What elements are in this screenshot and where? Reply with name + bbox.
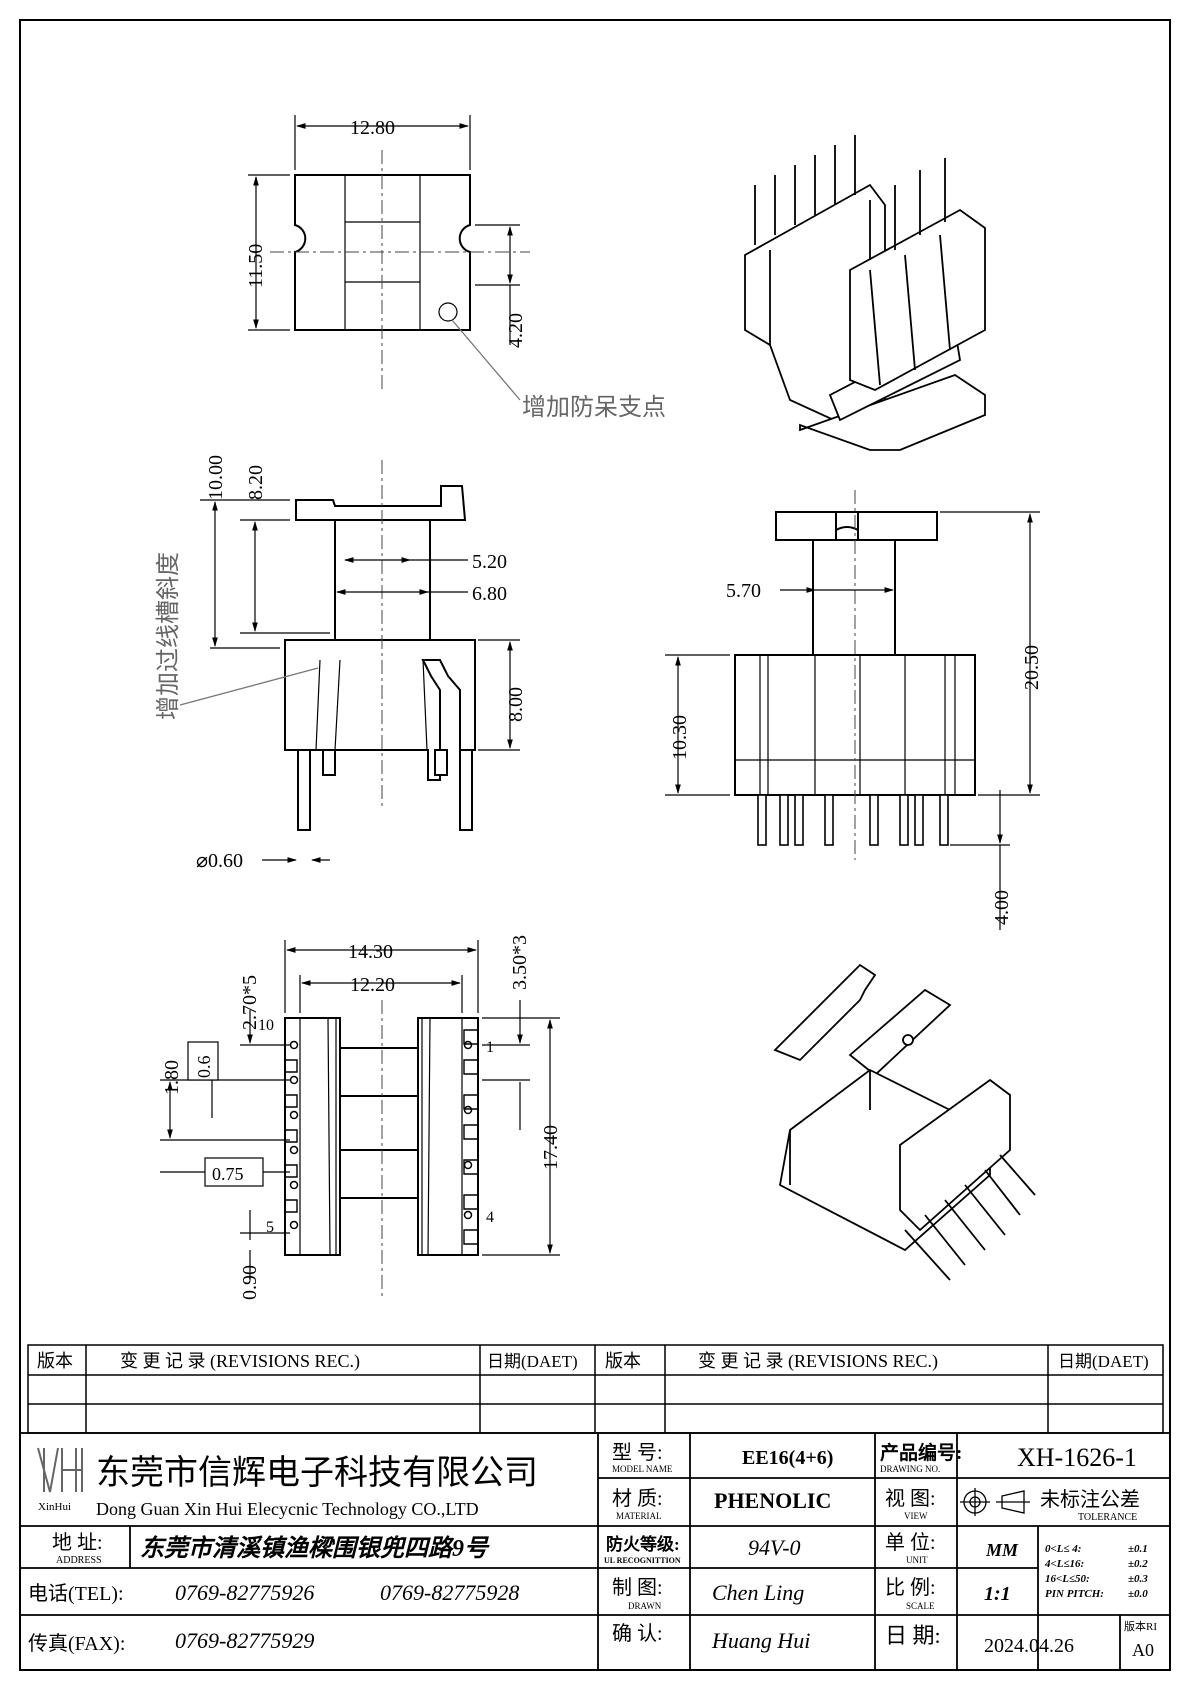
material-value: PHENOLIC: [714, 1488, 831, 1513]
tel-label: 电话(TEL):: [28, 1582, 124, 1605]
address-label-en: ADDRESS: [56, 1555, 102, 1566]
tolerance-label: 未标注公差: [1040, 1488, 1140, 1511]
unit-label: 单 位:: [885, 1531, 936, 1554]
dim-top-slot: 4.20: [505, 313, 527, 348]
pin-label-1: 1: [486, 1039, 494, 1056]
rev-col-version-1: 版本: [37, 1351, 73, 1371]
scale-label: 比 例:: [885, 1576, 936, 1599]
rev-col-date-1: 日期(DAET): [487, 1352, 578, 1371]
check-value: Huang Hui: [711, 1628, 810, 1653]
dim-front-body: 10.30: [669, 715, 691, 760]
dim-side-base: 8.00: [505, 687, 527, 722]
isometric-view-bottom: [773, 963, 1036, 1281]
fax-label: 传真(FAX):: [28, 1632, 125, 1655]
fire-value: 94V-0: [748, 1535, 801, 1560]
dim-bottom-length: 17.40: [540, 1125, 562, 1170]
date-value: 2024.04.26: [984, 1635, 1074, 1657]
dim-front-pin: 4.00: [991, 890, 1013, 925]
company-name-cn: 东莞市信辉电子科技有限公司: [96, 1454, 538, 1492]
dim-bottom-inner: 12.20: [350, 974, 395, 996]
version-label: 版本RI: [1124, 1619, 1157, 1633]
dim-front-total: 20.50: [1021, 645, 1043, 690]
dim-side-outer: 6.80: [472, 583, 507, 605]
dim-front-core: 5.70: [726, 580, 761, 602]
dim-bottom-gap: 1.80: [161, 1060, 183, 1095]
model-label-en: MODEL NAME: [612, 1464, 673, 1474]
tol-value-2: ±0.2: [1128, 1558, 1148, 1570]
dim-top-height: 11.50: [245, 244, 267, 288]
projection-symbol-icon: [960, 1488, 1030, 1516]
scale-value: 1:1: [984, 1583, 1011, 1605]
drawn-value: Chen Ling: [712, 1580, 804, 1605]
rev-col-date-2: 日期(DAET): [1058, 1352, 1149, 1371]
rev-col-change-1: 变 更 记 录 (REVISIONS REC.): [120, 1351, 360, 1372]
drawing-no-value: XH-1626-1: [1017, 1443, 1137, 1472]
dim-pin-diameter: ⌀0.60: [196, 850, 243, 872]
dim-pitch-right: 3.50*3: [509, 935, 531, 990]
address-value: 东莞市清溪镇渔樑围银兜四路9号: [140, 1535, 490, 1562]
tol-value-4: ±0.0: [1128, 1588, 1148, 1600]
view-label: 视 图:: [885, 1487, 936, 1510]
address-label: 地 址:: [52, 1531, 103, 1554]
pin-label-10: 10: [258, 1017, 274, 1034]
isometric-view-top: [744, 135, 986, 451]
dim-bottom-pin: 0.90: [239, 1265, 261, 1300]
drawing-no-label-en: DRAWING NO.: [880, 1464, 940, 1474]
unit-label-en: UNIT: [906, 1555, 928, 1565]
rev-col-change-2: 变 更 记 录 (REVISIONS REC.): [698, 1351, 938, 1372]
dim-top-width: 12.80: [350, 117, 395, 139]
tol-value-3: ±0.3: [1128, 1573, 1148, 1585]
dim-bottom-small: 0.6: [194, 1056, 214, 1079]
tel-value-1: 0769-82775926: [175, 1580, 314, 1605]
drawing-no-label: 产品编号:: [880, 1441, 962, 1464]
dim-bottom-mid: 0.75: [212, 1164, 244, 1184]
note-slot-slope: 增加过线槽斜度: [155, 552, 182, 720]
tol-range-3: 16<L≤50:: [1045, 1573, 1090, 1585]
tol-range-1: 0<L≤ 4:: [1045, 1543, 1081, 1555]
view-label-en: VIEW: [904, 1511, 928, 1521]
check-label: 确 认:: [612, 1622, 663, 1645]
side-view: [179, 460, 520, 863]
tolerance-label-en: TOLERANCE: [1078, 1512, 1137, 1523]
company-name-en: Dong Guan Xin Hui Elecycnic Technology C…: [96, 1499, 479, 1519]
model-value: EE16(4+6): [742, 1447, 833, 1469]
dim-side-inner: 5.20: [472, 551, 507, 573]
date-label: 日 期:: [885, 1623, 941, 1648]
top-view: [248, 115, 530, 401]
front-view: [665, 490, 1040, 930]
model-label: 型 号:: [612, 1441, 663, 1464]
rev-col-version-2: 版本: [605, 1351, 641, 1371]
tol-range-4: PIN PITCH:: [1045, 1588, 1104, 1600]
fire-label-en: UL RECOGNITTION: [604, 1556, 681, 1565]
unit-value: MM: [985, 1540, 1019, 1560]
version-value: A0: [1132, 1640, 1154, 1660]
logo-text: XinHui: [38, 1501, 71, 1513]
tol-value-1: ±0.1: [1128, 1543, 1148, 1555]
dim-bottom-overall: 14.30: [348, 941, 393, 963]
scale-label-en: SCALE: [906, 1601, 935, 1611]
fax-value: 0769-82775929: [175, 1628, 314, 1653]
fire-label: 防火等级:: [606, 1534, 680, 1554]
tel-value-2: 0769-82775928: [380, 1580, 519, 1605]
drawn-label: 制 图:: [612, 1576, 663, 1599]
pin-label-5: 5: [266, 1219, 274, 1236]
title-block: [19, 1432, 1171, 1671]
bottom-view: [160, 940, 560, 1300]
drawn-label-en: DRAWN: [628, 1601, 662, 1611]
tol-range-2: 4<L≤16:: [1044, 1558, 1084, 1570]
dim-side-upper: 8.20: [245, 465, 267, 500]
pin-label-4: 4: [486, 1209, 494, 1226]
dim-pitch-left: 2.70*5: [239, 975, 261, 1030]
material-label: 材 质:: [612, 1487, 663, 1510]
dim-side-overall: 10.00: [205, 455, 227, 500]
company-logo: [37, 1447, 83, 1493]
note-anti-dummy: 增加防呆支点: [522, 394, 666, 421]
material-label-en: MATERIAL: [616, 1511, 662, 1521]
